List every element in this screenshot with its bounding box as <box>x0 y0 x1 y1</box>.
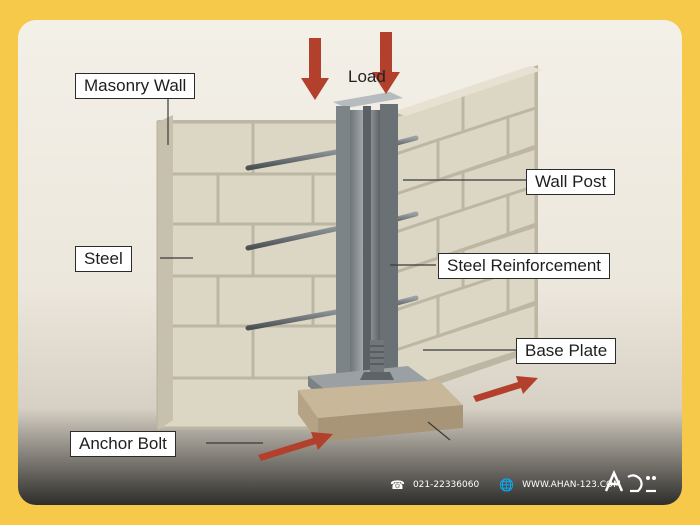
label-wall-post: Wall Post <box>526 169 616 195</box>
concrete-footing <box>298 380 463 442</box>
wall-illustration <box>156 32 542 461</box>
footer-website[interactable]: WWW.AHAN-123.COM <box>522 480 621 490</box>
wall-post <box>333 92 403 376</box>
footer-phone[interactable]: 021-22336060 <box>412 480 480 490</box>
label-base-plate: Base Plate <box>516 338 617 364</box>
anchor-bolt <box>360 340 394 380</box>
label-anchor-bolt: Anchor Bolt <box>70 431 176 457</box>
ground-arrows <box>258 376 538 461</box>
load-label: Load <box>348 67 386 86</box>
label-steel-reinforcement: Steel Reinforcement <box>438 253 611 279</box>
brand-logo-mark <box>604 469 656 493</box>
phone-icon: ☎ <box>390 478 405 492</box>
diagram-frame: Load Masonry Wall Steel Wall Post Steel … <box>18 20 682 505</box>
footer-contact: ☎ 021-22336060 🌐 WWW.AHAN-123.COM <box>390 474 621 496</box>
globe-icon: 🌐 <box>499 478 515 492</box>
load-arrows <box>301 32 400 100</box>
label-masonry-wall: Masonry Wall <box>75 73 196 99</box>
leader-lines <box>160 97 526 444</box>
label-steel: Steel <box>75 246 132 272</box>
brand-logo <box>600 468 670 498</box>
